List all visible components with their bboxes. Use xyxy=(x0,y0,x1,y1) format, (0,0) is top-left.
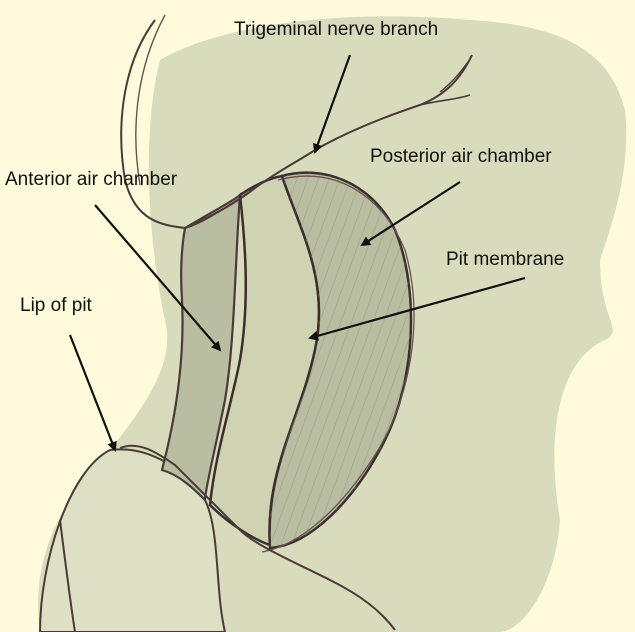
arrow-lip xyxy=(68,334,117,452)
label-anterior-air-chamber: Anterior air chamber xyxy=(5,169,178,190)
nerve-twig xyxy=(419,94,471,106)
label-trigeminal-nerve: Trigeminal nerve branch xyxy=(234,19,439,40)
sketch-stroke xyxy=(261,175,415,553)
lower-edge-stroke xyxy=(119,444,396,631)
arrow-trigeminal xyxy=(313,54,352,154)
arrow-posterior xyxy=(360,181,461,247)
sketch-stroke xyxy=(135,14,166,186)
arrow-anterior xyxy=(94,204,222,352)
label-pit-membrane: Pit membrane xyxy=(446,249,565,270)
nerve-twig xyxy=(184,187,256,229)
nerve-twig xyxy=(439,61,469,93)
lip-edge-stroke xyxy=(59,519,76,632)
upper-lobe-outline xyxy=(120,19,316,230)
label-posterior-air-chamber: Posterior air chamber xyxy=(370,146,552,167)
arrow-membrane xyxy=(308,276,526,341)
label-lip-of-pit: Lip of pit xyxy=(20,295,92,316)
trigeminal-nerve xyxy=(314,54,473,151)
